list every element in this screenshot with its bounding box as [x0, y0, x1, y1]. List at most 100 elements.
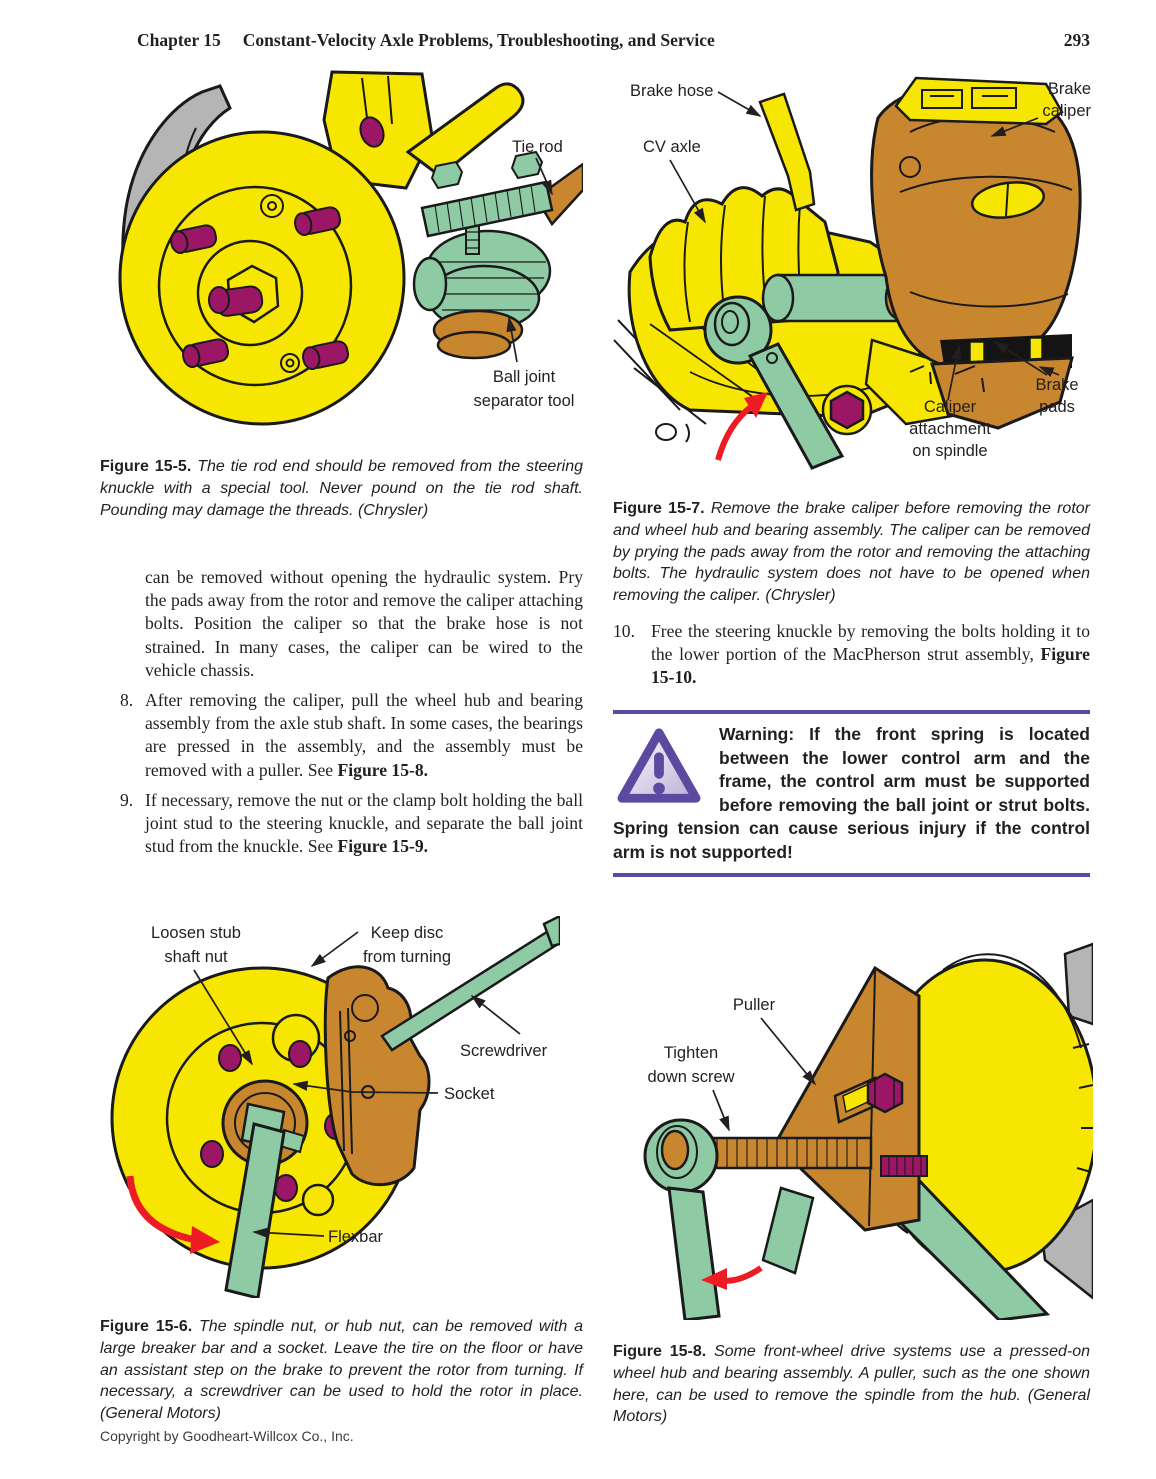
keep-disc-arrow [310, 931, 359, 968]
caliper-bracket [929, 356, 1074, 430]
figure-15-8-illustration: Puller Tighten down screw [613, 928, 1093, 1320]
screwdriver-arrow [470, 994, 521, 1035]
brake-pads-arrow [993, 341, 1048, 376]
flexbar-leader [252, 1227, 325, 1238]
label-brake-caliper: caliper [1042, 102, 1091, 120]
figure-15-6-illustration: Loosen stub shaft nut Keep disc from tur… [100, 916, 560, 1298]
step-text: Free the steering knuckle by removing th… [651, 621, 1090, 665]
screwdriver-shape [380, 916, 560, 1052]
loosen-arrow [193, 969, 253, 1066]
knuckle-gray [1063, 942, 1093, 1026]
label-caliper-attachment: attachment [909, 420, 991, 438]
caption-label: Figure 15-6. [100, 1318, 193, 1335]
brake-pads-arrow [1038, 366, 1060, 377]
wheel-stud [170, 224, 218, 255]
lug-hole [288, 1040, 312, 1068]
spindle-nut-removal-drawing: Loosen stub shaft nut Keep disc from tur… [110, 916, 560, 1298]
brake-caliper-drawing: Brake hose CV axle Brake caliper Caliper… [613, 76, 1092, 470]
label-screwdriver: Screwdriver [460, 1042, 548, 1060]
knuckle-diagonal-arm [405, 82, 525, 178]
rotation-arrow-icon [126, 1175, 220, 1254]
label-tie-rod: Tie rod [512, 138, 563, 156]
ball-joint-tool-arrow [506, 316, 518, 363]
figure-reference: Figure 15-8. [337, 759, 429, 780]
step-number: 10. [613, 621, 635, 641]
step-10: 10. Free the steering knuckle by removin… [613, 620, 1090, 690]
warning-top-rule [613, 710, 1090, 714]
label-keep-disc: from turning [363, 948, 451, 966]
brake-caliper-arrow [990, 117, 1039, 137]
label-flexbar: Flexbar [328, 1228, 384, 1246]
warning-text: Warning: If the front spring is located … [613, 724, 1090, 862]
puller-leg [761, 1186, 815, 1275]
tie-rod-arrow [535, 157, 553, 196]
label-keep-disc: Keep disc [371, 924, 443, 942]
caption-text: Remove the brake caliper before removing… [613, 500, 1090, 605]
warning-bottom-rule [613, 873, 1090, 877]
chapter-title: Constant-Velocity Axle Problems, Trouble… [242, 30, 715, 50]
warning-triangle-icon [617, 728, 701, 803]
figure-15-8-caption: Figure 15-8. Some front-wheel drive syst… [613, 1341, 1090, 1428]
socket-leader [292, 1080, 439, 1094]
step-9: 9. If necessary, remove the nut or the c… [100, 789, 583, 859]
brake-caliper-body [870, 82, 1082, 366]
wheel-stud [182, 338, 230, 369]
figure-15-7-illustration: Brake hose CV axle Brake caliper Caliper… [610, 72, 1098, 470]
caption-label: Figure 15-8. [613, 1343, 707, 1360]
ball-joint-separator-tool [412, 150, 554, 332]
center-stud [208, 285, 264, 317]
brake-hose-shape [758, 92, 816, 212]
wheel-stud [302, 340, 350, 371]
puller-arrow [760, 1017, 817, 1086]
page-header: Chapter 15 Constant-Velocity Axle Proble… [100, 30, 1090, 51]
figure-reference: Figure 15-9. [337, 836, 429, 857]
body-text-left-column: can be removed without opening the hydra… [100, 566, 583, 858]
label-ball-joint-tool: separator tool [474, 392, 575, 410]
puller-screw [697, 1136, 873, 1170]
step-number: 8. [120, 690, 134, 711]
step-text: After removing the caliper, pull the whe… [145, 690, 583, 780]
page-number: 293 [1063, 30, 1090, 50]
step-text: If necessary, remove the nut or the clam… [145, 789, 583, 857]
lug-hole [218, 1044, 242, 1072]
caption-text: The tie rod end should be removed from t… [100, 458, 584, 519]
label-socket: Socket [444, 1085, 495, 1103]
cv-axle-arrow [669, 159, 706, 224]
label-brake-hose: Brake hose [630, 82, 713, 100]
lug-hole [200, 1140, 224, 1168]
caption-text: Some front-wheel drive systems use a pre… [613, 1343, 1090, 1426]
label-tighten: down screw [647, 1068, 734, 1086]
caliper-top-plate [894, 76, 1064, 126]
arm-bolt [359, 116, 385, 148]
warning-box: Warning: If the front spring is located … [613, 710, 1090, 877]
label-caliper-attachment: on spindle [912, 442, 987, 460]
caliper-shape [323, 965, 431, 1187]
label-ball-joint-tool: Ball joint [493, 368, 556, 386]
ratchet-wrench [703, 295, 845, 470]
rotation-arrow-icon [715, 392, 768, 461]
brake-rotor-tie-rod-drawing: Tie rod Ball joint separator tool [118, 70, 583, 426]
figure-15-5-caption: Figure 15-5. The tie rod end should be r… [100, 456, 583, 521]
caption-label: Figure 15-5. [100, 458, 192, 475]
wrench [643, 1118, 721, 1320]
caliper-attachment-arrow [947, 344, 962, 401]
brake-hose-arrow [717, 91, 762, 117]
turn-arrow-icon [701, 1265, 763, 1290]
figure-reference: Figure 15-10. [651, 644, 1090, 688]
figure-15-6-caption: Figure 15-6. The spindle nut, or hub nut… [100, 1316, 583, 1425]
step-number: 9. [120, 789, 134, 810]
label-puller: Puller [733, 996, 776, 1014]
spindle-bolt [829, 390, 865, 430]
label-tighten: Tighten [664, 1044, 718, 1062]
hub-puller-drawing: Puller Tighten down screw [643, 942, 1093, 1320]
wheel-stud [294, 206, 342, 237]
intro-paragraph: can be removed without opening the hydra… [145, 567, 583, 680]
caption-label: Figure 15-7. [613, 500, 705, 517]
puller-bolt [866, 1072, 904, 1114]
tighten-arrow [712, 1089, 730, 1132]
figure-15-7-caption: Figure 15-7. Remove the brake caliper be… [613, 498, 1090, 607]
label-cv-axle: CV axle [643, 138, 701, 156]
label-loosen-stub: shaft nut [164, 948, 228, 966]
figure-15-5-illustration: Tie rod Ball joint separator tool [100, 66, 583, 434]
